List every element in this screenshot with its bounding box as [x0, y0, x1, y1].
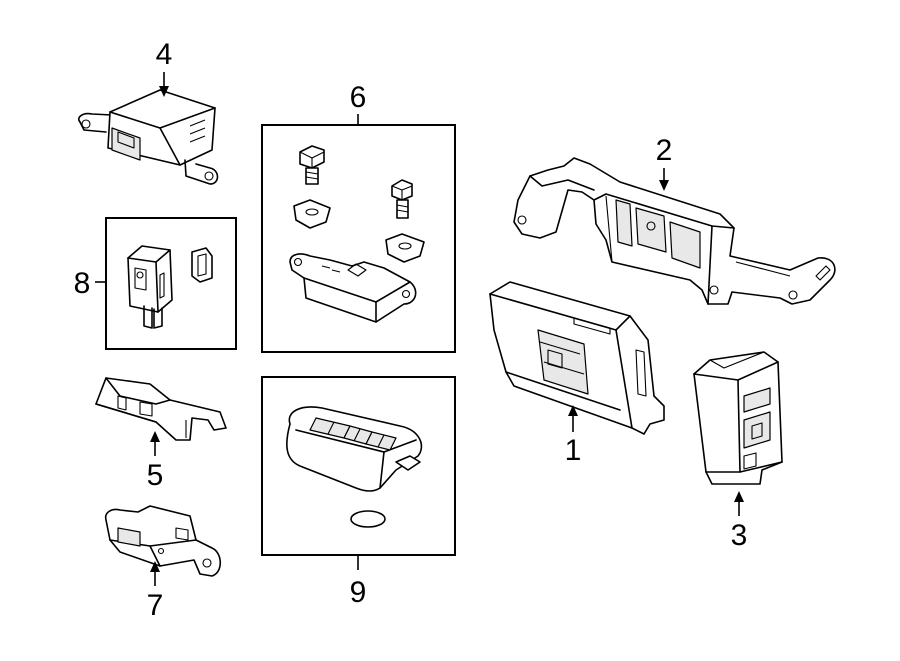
- callout-3: 3: [731, 519, 748, 552]
- leader-lines: [95, 72, 744, 586]
- callout-5: 5: [147, 459, 164, 492]
- part-1-control-unit: [489, 281, 665, 435]
- callout-labels: 4 6 8 5 7 9 2 1 3: [74, 38, 748, 622]
- callout-4: 4: [156, 38, 173, 71]
- part-2-bracket: [513, 157, 836, 305]
- battery-coin-cell: [350, 510, 386, 528]
- part-6-hardware: [289, 145, 425, 323]
- callout-9: 9: [350, 576, 367, 609]
- part-8-relay: [127, 245, 213, 329]
- part-4-module: [77, 89, 219, 185]
- callout-1: 1: [565, 434, 582, 467]
- part-6-box: [261, 124, 456, 353]
- callout-2: 2: [656, 134, 673, 167]
- callout-7: 7: [147, 589, 164, 622]
- part-8-box: [105, 217, 237, 350]
- callout-6: 6: [350, 81, 367, 114]
- part-3-module: [693, 351, 783, 485]
- callout-8: 8: [74, 267, 91, 300]
- part-7-antenna: [104, 505, 222, 577]
- part-5-sensor: [95, 377, 227, 441]
- part-9-key-fob: [286, 406, 423, 528]
